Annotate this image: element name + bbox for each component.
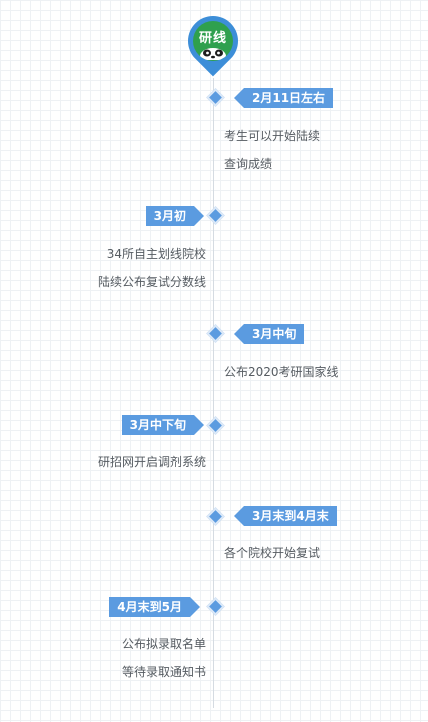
logo-text: 研线 (198, 31, 227, 46)
logo-badge: 研线 (193, 21, 233, 61)
description-line: 公布2020考研国家线 (224, 365, 339, 379)
date-tag: 3月中下旬 (121, 415, 205, 435)
description-line: 等待录取通知书 (121, 665, 206, 679)
description-line: 公布拟录取名单 (121, 637, 206, 651)
description-line: 研招网开启调剂系统 (97, 455, 206, 469)
date-tag: 4月末到5月 (109, 597, 200, 617)
timeline-axis (213, 78, 214, 708)
event-description: 公布拟录取名单 等待录取通知书 (122, 630, 206, 686)
event-description: 研招网开启调剂系统 (98, 448, 206, 476)
panda-icon (200, 48, 226, 60)
description-line: 查询成绩 (224, 157, 273, 171)
timeline-node (206, 416, 225, 435)
description-line: 各个院校开始复试 (224, 546, 321, 560)
date-tag: 3月末到4月末 (234, 506, 337, 526)
timeline-node (206, 324, 225, 343)
event-description: 公布2020考研国家线 (224, 358, 339, 386)
timeline-node (206, 507, 225, 526)
event-description: 各个院校开始复试 (224, 539, 320, 567)
date-tag: 2月11日左右 (233, 88, 334, 108)
event-description: 34所自主划线院校 陆续公布复试分数线 (98, 240, 206, 296)
timeline-node (206, 206, 225, 225)
date-tag: 3月中旬 (233, 324, 305, 344)
event-description: 考生可以开始陆续 查询成绩 (224, 122, 320, 178)
description-line: 陆续公布复试分数线 (97, 275, 206, 289)
timeline-node (206, 597, 225, 616)
description-line: 考生可以开始陆续 (224, 129, 321, 143)
timeline-node (206, 88, 225, 107)
logo: 研线 (177, 5, 249, 82)
description-line: 34所自主划线院校 (106, 247, 206, 261)
date-tag: 3月初 (145, 206, 205, 226)
